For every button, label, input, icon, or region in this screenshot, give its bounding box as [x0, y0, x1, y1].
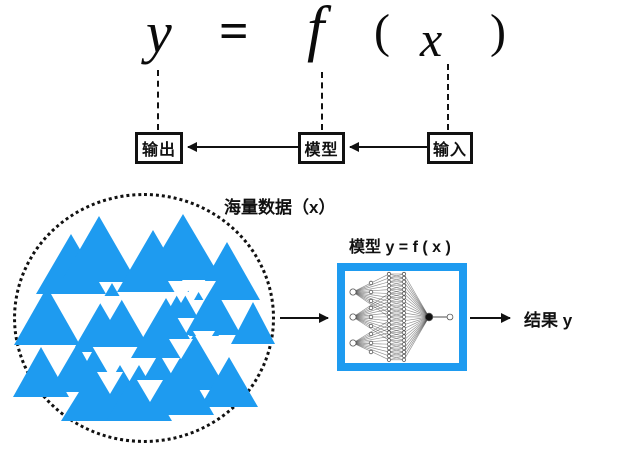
data-triangles	[13, 214, 275, 421]
input-box-label: 输入	[432, 142, 467, 159]
arrow-model-to-result	[470, 313, 511, 323]
model-flow-box-label: 模型	[304, 142, 339, 159]
arrow-cloud-to-model	[280, 313, 329, 323]
formula-y: y	[146, 0, 172, 65]
output-box-label: 输出	[141, 142, 176, 159]
arrow-model-to-output	[187, 142, 298, 152]
formula-f: f	[307, 0, 325, 63]
dash-connector-f	[321, 72, 323, 130]
neural-network-icon	[349, 271, 454, 362]
dash-connector-x	[447, 64, 449, 130]
model-flow-box: 模型	[298, 132, 345, 164]
arrow-input-to-model	[349, 142, 427, 152]
dash-connector-y	[157, 70, 159, 130]
output-box: 输出	[135, 132, 183, 164]
data-cloud-circle	[13, 193, 275, 443]
formula-right-paren: )	[490, 5, 506, 58]
formula-equals: =	[219, 3, 249, 60]
model-box-label: 模型 y = f ( x )	[349, 239, 451, 256]
formula-left-paren: (	[374, 5, 390, 58]
data-cloud-label: 海量数据（x）	[224, 198, 336, 217]
input-box: 输入	[427, 132, 473, 164]
formula-x: x	[420, 11, 443, 67]
result-label: 结果 y	[524, 311, 573, 330]
